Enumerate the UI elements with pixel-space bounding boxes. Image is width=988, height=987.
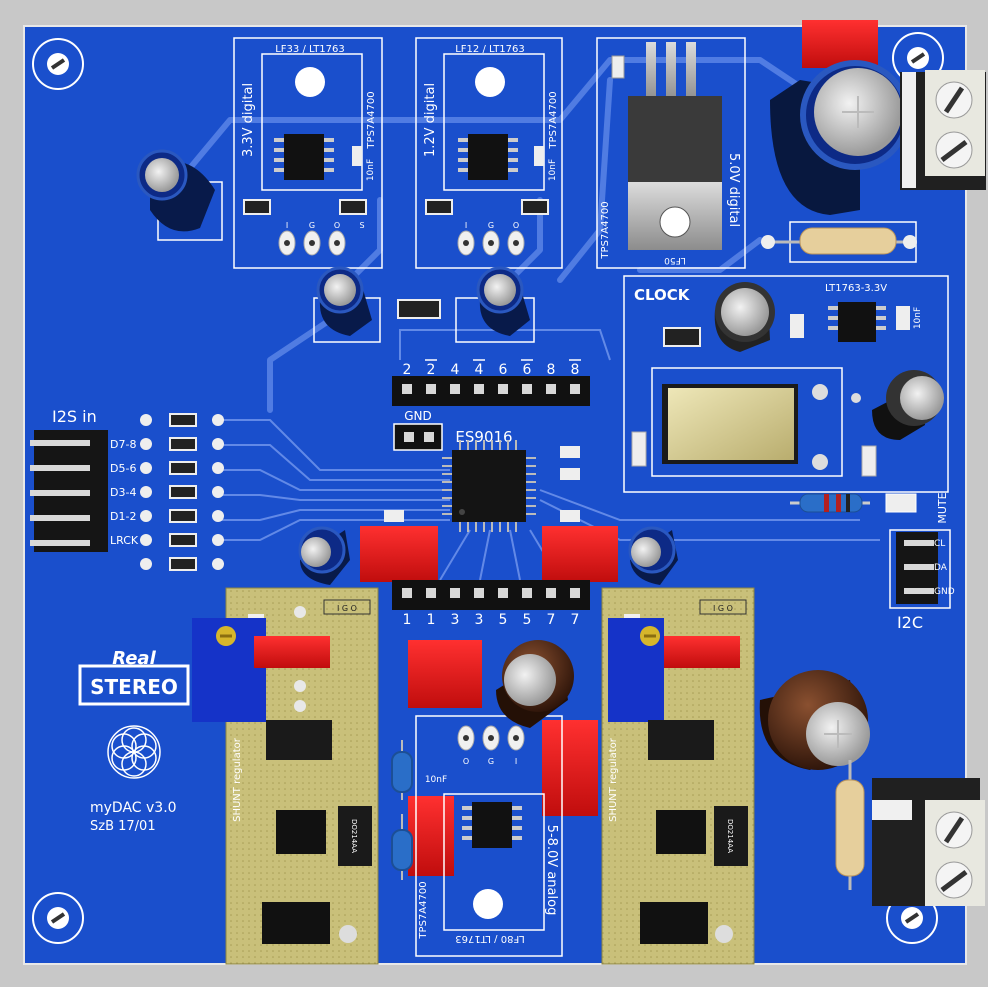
hdr-top-7: 8 (547, 362, 556, 378)
i2c-block: CL DA GND I2C (889, 529, 955, 632)
clock-cap: 10nF (913, 307, 923, 329)
reg12-title: LF12 / LT1763 (455, 44, 525, 55)
i2c-pin-da: DA (934, 563, 948, 573)
input-capacitor-top (770, 20, 910, 215)
shunt-right: I G O DO214AA SHUNT regulator (601, 587, 755, 965)
i2s-title: I2S in (52, 407, 97, 426)
mute-label: MUTE (936, 492, 949, 523)
reg12-pin-g: G (488, 221, 494, 230)
cap-analog-center (496, 640, 574, 728)
hdr-top-1: 2 (403, 362, 412, 378)
logo-top: Real (112, 648, 156, 669)
reg33-pin-i: I (286, 221, 288, 230)
reg80-bottom: LF80 / LT1763 (455, 933, 525, 944)
mounting-holes (32, 32, 944, 944)
i2c-pin-cl: CL (934, 539, 945, 549)
resistors-analog (391, 740, 413, 880)
reg50-block: LF50 TPS7A4700 5.0V digital (596, 37, 746, 269)
resistor-top (761, 221, 917, 263)
caps-dac-side (298, 526, 678, 585)
reg12-block: LF12 / LT1763 TPS7A4700 1.2V digital 10n… (415, 37, 563, 269)
hdr-bot-4: 3 (475, 612, 484, 628)
header-bottom: 1 1 3 3 5 5 7 7 (392, 580, 590, 628)
header-top: 2 2 4 4 6 6 8 8 (392, 359, 590, 406)
reg50-bottom: LF50 (664, 255, 686, 265)
reg33-side: TPS7A4700 (366, 91, 377, 149)
shunt-left: I G O DO214AA SHUNT regulator (192, 587, 379, 965)
cap-left-top (136, 149, 223, 241)
hdr-bot-3: 3 (451, 612, 460, 628)
reg12-pin-o: O (513, 221, 519, 230)
reg80-cap: 10nF (425, 775, 447, 785)
shunt-left-label: SHUNT regulator (232, 737, 243, 822)
hdr-bot-7: 7 (547, 612, 556, 628)
i2s-label-d56: D5-6 (110, 462, 136, 475)
clock-reg: LT1763-3.3V (825, 283, 887, 294)
shunt-right-pins: I G O (713, 604, 733, 613)
reg80-pin-g: G (488, 757, 494, 766)
hdr-top-4: 4 (475, 362, 484, 378)
hdr-bot-1: 1 (403, 612, 412, 628)
shunt-right-diode: DO214AA (726, 819, 734, 853)
hdr-top-3: 4 (451, 362, 460, 378)
mute-block: MUTE (790, 492, 949, 524)
reg50-side: TPS7A4700 (600, 201, 611, 259)
reg33-block: LF33 / LT1763 TPS7A4700 3.3V digital 10n… (233, 37, 383, 269)
hdr-bot-6: 5 (523, 612, 532, 628)
reg33-pin-s: S (359, 221, 364, 230)
hdr-top-6: 6 (523, 362, 532, 378)
i2s-label-d78: D7-8 (110, 438, 136, 451)
input-capacitor-bottom (759, 670, 870, 770)
stereo-logo: Real STEREO (78, 648, 190, 706)
reg80-label: 5-8.0V analog (544, 825, 559, 916)
shunt-left-diode: DO214AA (350, 819, 358, 853)
i2s-label-d34: D3-4 (110, 486, 136, 499)
reg50-label: 5.0V digital (726, 153, 741, 227)
power-terminal-bottom (872, 778, 985, 906)
reg33-title: LF33 / LT1763 (275, 44, 345, 55)
shunt-left-pins: I G O (337, 604, 357, 613)
power-terminal-top (900, 70, 986, 190)
hdr-bot-5: 5 (499, 612, 508, 628)
clock-title: CLOCK (634, 286, 691, 304)
clock-block: CLOCK LT1763-3.3V 10nF (623, 275, 949, 493)
i2c-pin-gnd: GND (934, 587, 955, 597)
gnd-label: GND (404, 409, 432, 423)
film-caps (360, 526, 618, 876)
reg12-cap: 10nF (548, 159, 558, 181)
dac-chip: ES9016 (384, 428, 580, 532)
reg33-pin-o: O (334, 221, 340, 230)
reg80-pin-o: O (463, 757, 469, 766)
logo-main: STEREO (90, 675, 178, 699)
reg33-label: 3.3V digital (241, 83, 256, 157)
resistor-bottom (835, 760, 865, 890)
reg33-cap: 10nF (366, 159, 376, 181)
reg12-label: 1.2V digital (423, 83, 438, 157)
reg80-block: LF80 / LT1763 TPS7A4700 5-8.0V analog 10… (415, 715, 563, 957)
hdr-bot-2: 1 (427, 612, 436, 628)
hdr-top-5: 6 (499, 362, 508, 378)
board-name: myDAC v3.0 (90, 800, 177, 816)
reg33-pin-g: G (309, 221, 315, 230)
hdr-bot-8: 7 (571, 612, 580, 628)
i2c-title: I2C (897, 613, 923, 632)
reg12-side: TPS7A4700 (548, 91, 559, 149)
i2s-label-lrck: LRCK (110, 534, 139, 547)
gnd-jumper: GND (393, 409, 443, 451)
dac-label: ES9016 (455, 428, 512, 446)
caps-center (313, 266, 535, 343)
i2s-label-d12: D1-2 (110, 510, 136, 523)
board-author: SzB 17/01 (90, 819, 156, 834)
shunt-right-label: SHUNT regulator (608, 737, 619, 822)
reg80-side: TPS7A4700 (418, 881, 429, 939)
reg12-pin-i: I (465, 221, 467, 230)
reg80-pin-i: I (515, 757, 517, 766)
hdr-top-2: 2 (427, 362, 436, 378)
i2s-block: I2S in D7-8 D5-6 D3-4 D1-2 LRCK (30, 407, 224, 571)
flower-logo (107, 725, 161, 779)
hdr-top-8: 8 (571, 362, 580, 378)
